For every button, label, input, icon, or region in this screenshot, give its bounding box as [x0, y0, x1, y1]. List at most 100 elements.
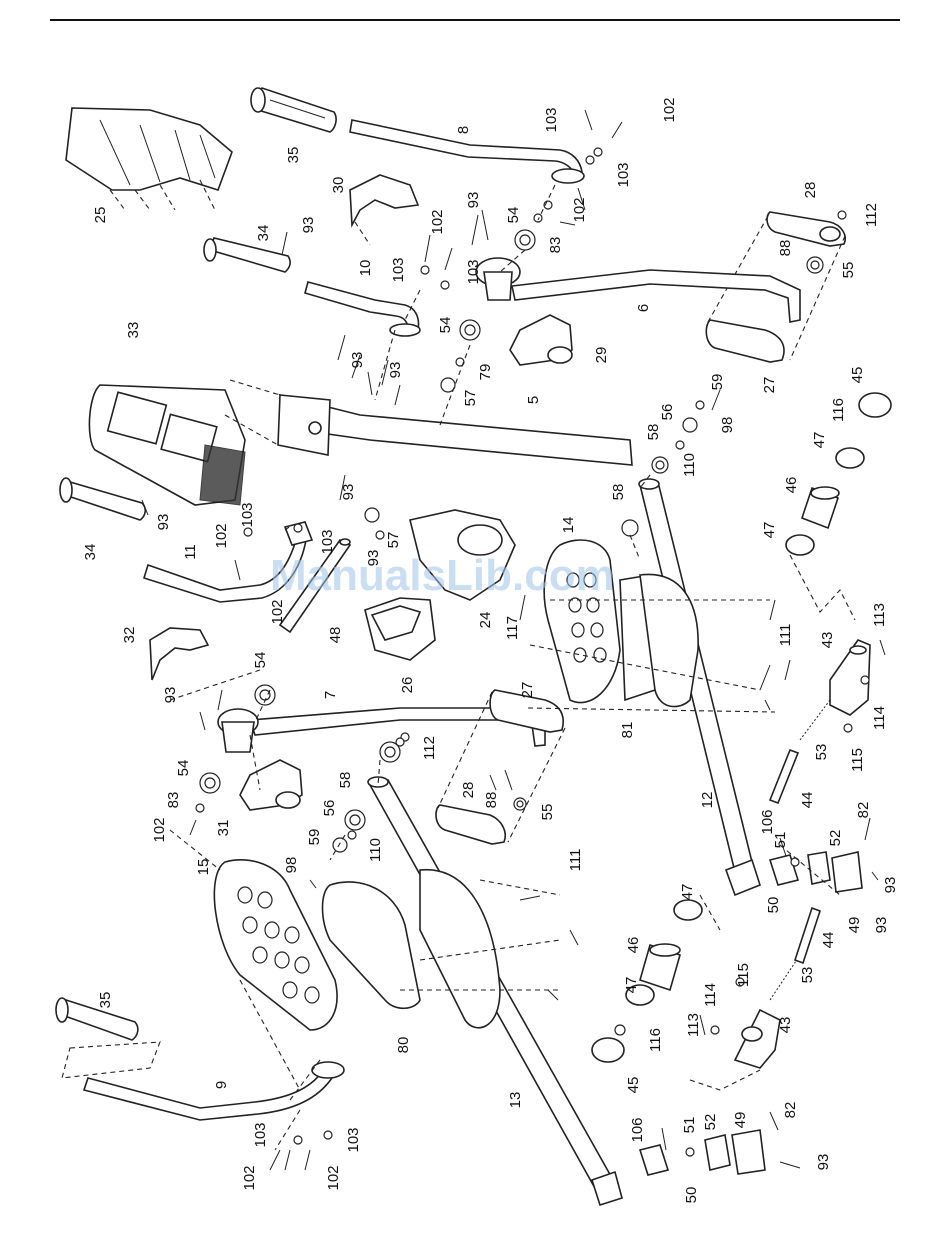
callout-label-93: 93	[387, 362, 404, 379]
callout-label-82: 82	[855, 802, 872, 819]
callout-label-115: 115	[849, 748, 866, 772]
part-30-cover	[349, 174, 420, 246]
callout-label-28: 28	[802, 182, 819, 199]
part-45-wheel-left	[591, 1037, 625, 1063]
callout-label-110: 110	[681, 453, 698, 477]
callout-label-103: 103	[345, 1127, 362, 1152]
callout-label-58: 58	[610, 484, 627, 501]
part-6-upper-arm	[475, 257, 801, 323]
part-46-roller-right	[800, 486, 840, 530]
callout-label-93: 93	[155, 514, 172, 531]
part-47-bearing-left	[625, 899, 703, 1006]
callout-label-102: 102	[213, 523, 230, 548]
callout-label-114: 114	[702, 983, 719, 1007]
part-48-axle	[278, 538, 352, 634]
part-29-cover	[509, 314, 573, 366]
part-43-idler-right	[829, 639, 871, 716]
callout-label-5: 5	[525, 396, 542, 404]
callout-label-28: 28	[460, 782, 477, 799]
callout-label-111: 111	[777, 624, 794, 647]
part-14-pedal	[543, 539, 621, 704]
callout-label-102: 102	[269, 599, 286, 624]
part-80-pedal-pad	[321, 869, 501, 1029]
callout-label-54: 54	[175, 760, 192, 777]
fasteners	[195, 147, 870, 1157]
callout-label-102: 102	[661, 97, 678, 122]
callout-label-33: 33	[125, 322, 142, 339]
callout-label-47: 47	[811, 432, 828, 449]
part-10-handlebar	[304, 281, 421, 337]
callout-label-14: 14	[560, 517, 577, 534]
part-8-handlebar	[349, 119, 585, 184]
callout-label-32: 32	[121, 627, 138, 644]
part-53-spring-right	[799, 699, 831, 741]
callout-label-102: 102	[241, 1165, 258, 1190]
part-27-cover-right	[705, 319, 785, 363]
callout-label-29: 29	[593, 347, 610, 364]
callout-label-93: 93	[300, 217, 317, 234]
callout-label-115: 115	[735, 963, 752, 987]
callout-label-116: 116	[647, 1028, 664, 1052]
callout-label-45: 45	[849, 367, 866, 384]
callout-label-102: 102	[151, 817, 168, 842]
watermark: ManualsLib.com	[270, 551, 615, 600]
part-47-bearing-right	[785, 447, 865, 556]
callout-label-103: 103	[465, 259, 482, 284]
callout-label-57: 57	[385, 532, 402, 549]
callout-label-55: 55	[840, 262, 857, 279]
callout-label-13: 13	[507, 1092, 524, 1109]
callout-label-106: 106	[759, 809, 776, 834]
callout-label-117: 117	[504, 616, 521, 640]
callout-label-45: 45	[625, 1077, 642, 1094]
callout-label-112: 112	[421, 736, 438, 760]
callout-label-47: 47	[761, 522, 778, 539]
callout-label-98: 98	[719, 417, 736, 434]
callout-label-116: 116	[830, 398, 847, 422]
callout-label-51: 51	[772, 832, 789, 849]
callout-label-93: 93	[349, 352, 366, 369]
callout-label-59: 59	[306, 829, 323, 846]
callout-label-81: 81	[619, 722, 636, 739]
callout-label-52: 52	[827, 830, 844, 847]
callout-label-103: 103	[390, 257, 407, 282]
callout-label-52: 52	[702, 1114, 719, 1131]
callout-label-53: 53	[799, 967, 816, 984]
callout-label-103: 103	[239, 502, 256, 527]
callout-label-80: 80	[395, 1037, 412, 1054]
callout-label-6: 6	[635, 304, 652, 312]
callout-label-93: 93	[465, 192, 482, 209]
part-5-upright	[224, 379, 633, 466]
callout-label-9: 9	[213, 1081, 230, 1089]
callout-label-106: 106	[629, 1117, 646, 1142]
callout-label-56: 56	[321, 800, 338, 817]
callout-label-44: 44	[799, 792, 816, 809]
bracket-hardware-right	[768, 851, 863, 893]
callout-label-47: 47	[679, 884, 696, 901]
callout-label-54: 54	[437, 317, 454, 334]
callout-label-43: 43	[819, 632, 836, 649]
part-28-cover-mid	[435, 804, 506, 845]
callout-label-88: 88	[777, 240, 794, 257]
callout-label-82: 82	[782, 1102, 799, 1119]
part-46-roller-left	[639, 943, 681, 992]
part-34-grip-upper	[203, 237, 291, 273]
callout-label-27: 27	[519, 682, 536, 699]
part-7-upper-arm	[217, 707, 546, 753]
screws	[141, 109, 886, 1171]
callout-label-113: 113	[685, 1013, 702, 1037]
callout-label-7: 7	[322, 691, 339, 699]
assembly-lines	[169, 184, 841, 1151]
callout-label-55: 55	[539, 804, 556, 821]
callout-label-35: 35	[285, 147, 302, 164]
callout-label-50: 50	[683, 1187, 700, 1204]
callout-label-59: 59	[709, 374, 726, 391]
callout-label-103: 103	[319, 529, 336, 554]
part-25-shroud	[65, 107, 233, 211]
callout-label-102: 102	[571, 197, 588, 222]
callout-label-27: 27	[761, 377, 778, 394]
callout-label-103: 103	[543, 107, 560, 132]
callout-label-93: 93	[162, 687, 179, 704]
part-28-cover-right	[766, 211, 846, 247]
